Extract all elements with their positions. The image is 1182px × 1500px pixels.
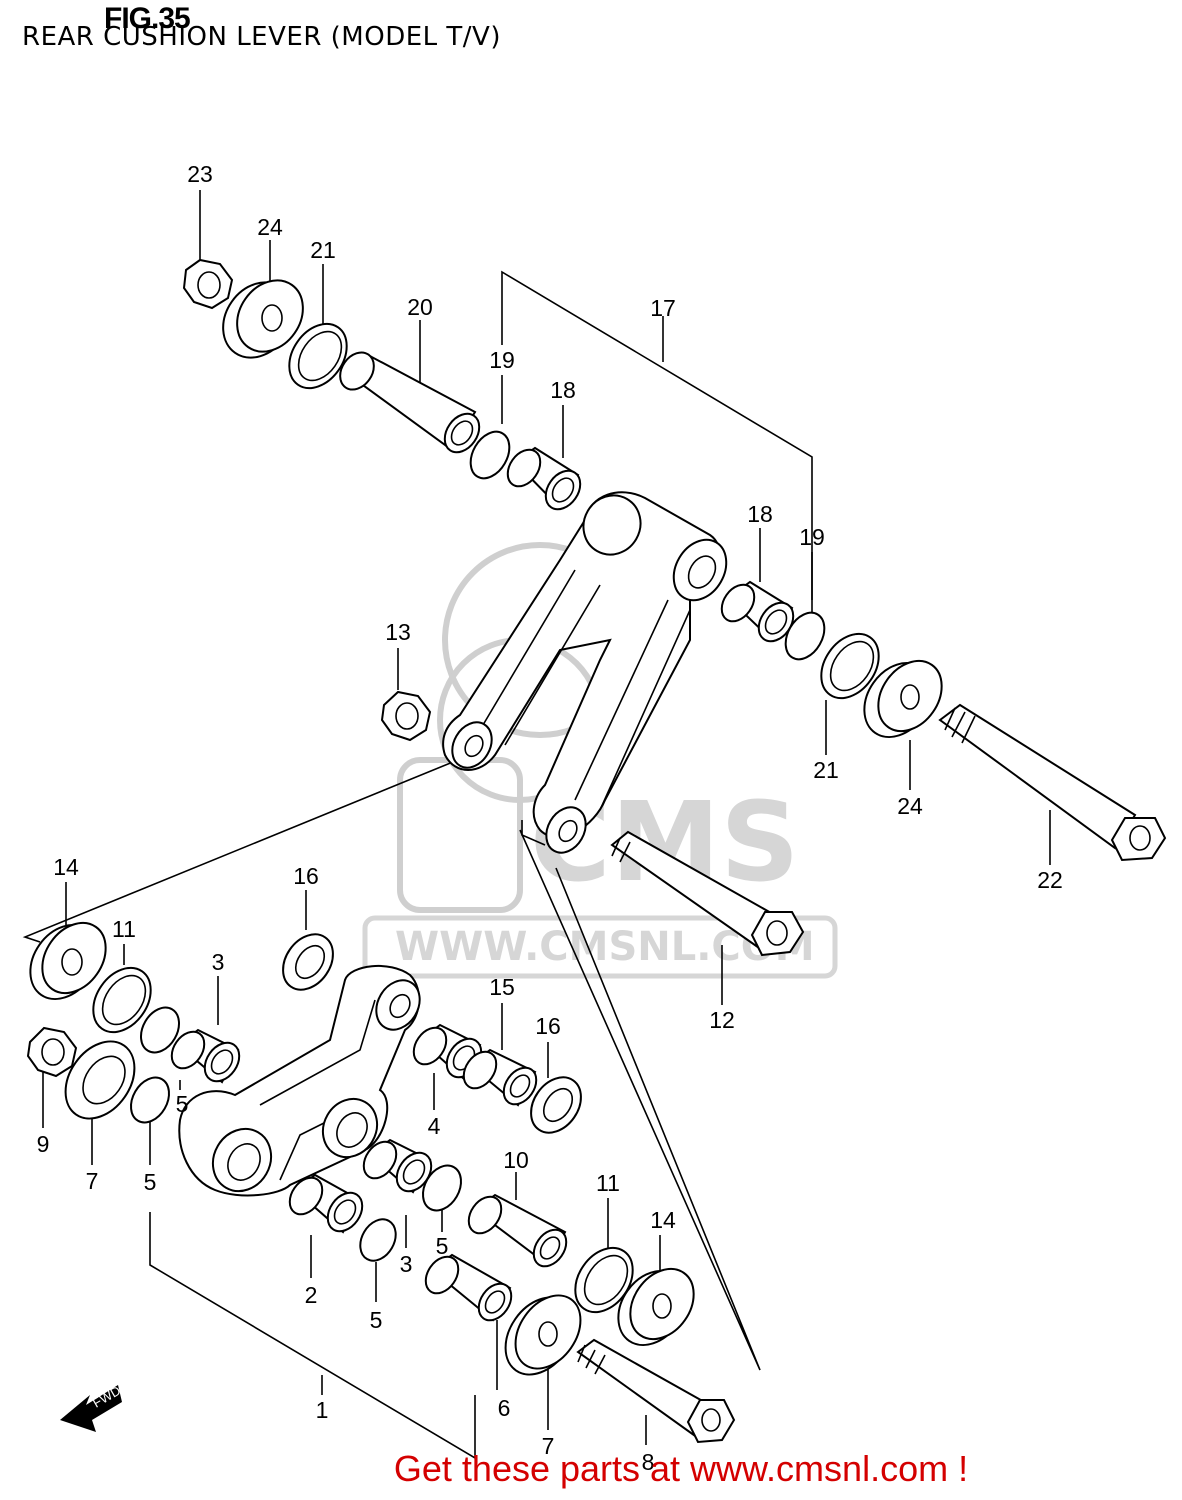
callout-5: 5 <box>436 1233 449 1259</box>
bracket-lines <box>22 270 813 1460</box>
callout-11: 11 <box>596 1170 620 1196</box>
part-7-washer-right <box>504 1294 582 1376</box>
callout-7: 7 <box>542 1433 555 1459</box>
part-16-seal-right <box>530 1076 582 1134</box>
callout-11: 11 <box>112 916 136 942</box>
callout-9: 9 <box>37 1131 50 1157</box>
callout-8: 8 <box>642 1449 655 1475</box>
part-12-bolt <box>610 830 805 957</box>
callout-5: 5 <box>370 1307 383 1333</box>
part-11-seal-right <box>574 1246 634 1314</box>
callout-12: 12 <box>709 1007 735 1033</box>
part-5-ring-b <box>130 1076 170 1124</box>
part-17-cushion-lever <box>442 491 728 854</box>
part-16-seal-top <box>282 933 334 991</box>
figure-subtitle: REAR CUSHION LEVER (MODEL T/V) <box>22 22 501 52</box>
part-10-sleeve <box>467 1193 568 1268</box>
callout-24: 24 <box>897 793 923 819</box>
part-24-washer <box>222 279 304 359</box>
part-3-bearing-center <box>362 1138 433 1194</box>
callout-23: 23 <box>187 161 213 187</box>
part-5-ring-a <box>140 1006 180 1054</box>
part-7-washer-left <box>64 1040 136 1120</box>
part-11-seal-left <box>92 966 152 1034</box>
fwd-arrow-icon: FWD <box>60 1383 123 1432</box>
callout-6: 6 <box>498 1395 511 1421</box>
part-8-bolt <box>576 1338 736 1444</box>
callout-1: 1 <box>316 1397 329 1423</box>
callout-2: 2 <box>305 1282 318 1308</box>
callout-16: 16 <box>293 863 319 889</box>
callout-13: 13 <box>385 619 411 645</box>
part-13-nut <box>380 690 432 742</box>
callout-5: 5 <box>176 1091 189 1117</box>
part-18-bearing-left <box>506 446 582 511</box>
callout-14: 14 <box>53 854 79 880</box>
leader-lines <box>42 190 1051 1445</box>
footer-link-text[interactable]: Get these parts at www.cmsnl.com ! <box>393 1448 969 1489</box>
part-14-washer-right <box>617 1267 695 1347</box>
callout-19: 19 <box>799 524 825 550</box>
callout-10: 10 <box>503 1147 529 1173</box>
callout-4: 4 <box>428 1113 441 1139</box>
callout-19: 19 <box>489 347 515 373</box>
figure-title: FIG.35 <box>104 2 191 35</box>
part-6-sleeve <box>424 1253 513 1322</box>
callout-20: 20 <box>407 294 433 320</box>
callout-5: 5 <box>144 1169 157 1195</box>
part-18-bearing-right <box>720 580 795 643</box>
callout-22: 22 <box>1037 867 1063 893</box>
part-9-nut <box>26 1026 78 1078</box>
part-15-sleeve <box>462 1048 538 1107</box>
callout-7: 7 <box>86 1168 99 1194</box>
callout-3: 3 <box>212 949 225 975</box>
part-21-seal-right <box>820 632 880 700</box>
part-3-bearing-left <box>170 1028 241 1084</box>
part-2-bearing <box>288 1173 364 1234</box>
part-19-ring-right <box>784 611 826 661</box>
part-14-washer-left <box>29 921 107 1001</box>
callout-14: 14 <box>650 1207 676 1233</box>
callout-24: 24 <box>257 214 283 240</box>
part-19-ring-left <box>469 430 511 480</box>
callout-15: 15 <box>489 974 515 1000</box>
footer-banner[interactable]: Get these parts at www.cmsnl.com ! <box>0 1448 1182 1490</box>
part-21-seal <box>288 322 348 390</box>
callout-18: 18 <box>550 377 576 403</box>
part-1-cushion-rod <box>178 964 421 1197</box>
callout-18: 18 <box>747 501 773 527</box>
callout-21: 21 <box>813 757 839 783</box>
part-5-ring-c <box>422 1164 462 1212</box>
part-20-sleeve <box>339 351 481 454</box>
callout-21: 21 <box>310 237 336 263</box>
part-23-nut <box>182 258 234 310</box>
callout-16: 16 <box>535 1013 561 1039</box>
callout-17: 17 <box>650 295 676 321</box>
callout-labels: 23 24 21 20 19 18 17 18 19 13 21 24 22 1… <box>37 161 1063 1475</box>
part-22-bolt <box>938 703 1167 862</box>
callout-3: 3 <box>400 1251 413 1277</box>
part-5-ring-d <box>359 1218 397 1262</box>
part-24-washer-right <box>863 659 943 739</box>
